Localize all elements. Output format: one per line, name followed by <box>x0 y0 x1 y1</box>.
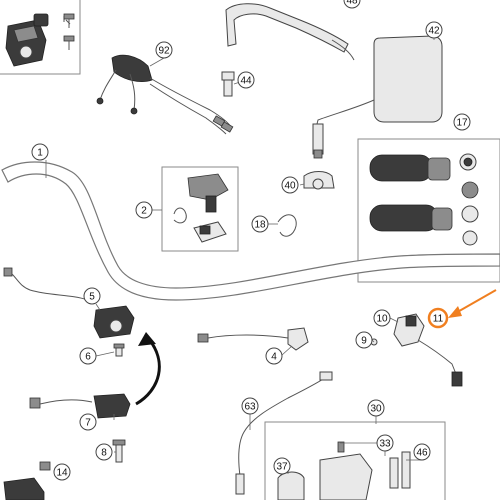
callout-11-highlighted: 11 <box>427 307 449 329</box>
svg-text:44: 44 <box>240 76 252 87</box>
part-63-cable <box>235 371 333 495</box>
part-7-switch <box>29 393 131 419</box>
callout-8: 8 <box>95 443 113 461</box>
svg-text:10: 10 <box>376 314 388 325</box>
highlight-arrow <box>453 289 497 315</box>
callout-17: 17 <box>453 113 471 131</box>
part-5-switch <box>93 305 135 339</box>
callout-2: 2 <box>135 201 153 219</box>
svg-text:30: 30 <box>370 404 382 415</box>
callout-37: 37 <box>273 457 291 475</box>
callout-42: 42 <box>425 21 443 39</box>
part-40-clamp <box>303 171 335 190</box>
part-6-screw <box>113 343 125 357</box>
part-17-grips <box>369 153 479 246</box>
part-2-throttle-housing <box>173 173 229 243</box>
callout-5: 5 <box>83 287 101 305</box>
left-switch-cable <box>3 267 89 301</box>
svg-text:1: 1 <box>37 148 43 159</box>
svg-text:17: 17 <box>456 118 468 129</box>
callout-6: 6 <box>79 347 97 365</box>
callout-18: 18 <box>251 215 269 233</box>
part-92-switch-cable <box>96 54 234 135</box>
callout-7: 7 <box>79 413 97 431</box>
callout-33: 33 <box>376 434 394 452</box>
svg-text:63: 63 <box>244 402 256 413</box>
svg-text:7: 7 <box>85 418 91 429</box>
part-18-clip <box>277 214 297 237</box>
callout-46: 46 <box>413 443 431 461</box>
svg-text:8: 8 <box>101 448 107 459</box>
svg-text:6: 6 <box>85 352 91 363</box>
svg-text:33: 33 <box>379 439 391 450</box>
callout-92: 92 <box>155 41 173 59</box>
svg-text:11: 11 <box>433 314 444 325</box>
callout-1: 1 <box>31 143 49 161</box>
svg-text:48: 48 <box>346 0 358 7</box>
part-48-mirror-stem <box>225 3 355 61</box>
callout-48: 48 <box>343 0 361 9</box>
handlebar <box>1 161 500 301</box>
callout-10: 10 <box>373 309 391 327</box>
callout-40: 40 <box>281 176 299 194</box>
part-14-switch <box>3 461 51 500</box>
callout-44: 44 <box>237 71 255 89</box>
svg-text:42: 42 <box>428 26 440 37</box>
part-42-mirror <box>312 35 443 159</box>
part-4-cable <box>197 327 309 351</box>
svg-text:46: 46 <box>416 448 428 459</box>
svg-text:4: 4 <box>271 352 277 363</box>
svg-text:14: 14 <box>56 468 68 479</box>
callout-4: 4 <box>265 347 283 365</box>
switch-assembly-top-left <box>5 13 75 67</box>
svg-text:92: 92 <box>158 46 170 57</box>
part-10-11-switch <box>393 313 463 387</box>
svg-text:2: 2 <box>141 206 147 217</box>
part-30-brake-master <box>277 441 411 500</box>
svg-text:18: 18 <box>254 220 266 231</box>
svg-text:37: 37 <box>276 462 288 473</box>
callout-63: 63 <box>241 397 259 415</box>
highlight-arrow-head <box>448 306 462 318</box>
svg-text:9: 9 <box>361 336 367 347</box>
curved-arrow-head <box>138 332 156 346</box>
svg-text:5: 5 <box>89 292 95 303</box>
svg-text:40: 40 <box>284 181 296 192</box>
callout-14: 14 <box>53 463 71 481</box>
callout-30: 30 <box>367 399 385 417</box>
part-44-bolt <box>221 71 235 97</box>
part-8-screw <box>112 439 126 463</box>
curved-arrow <box>135 337 161 406</box>
callout-9: 9 <box>355 331 373 349</box>
